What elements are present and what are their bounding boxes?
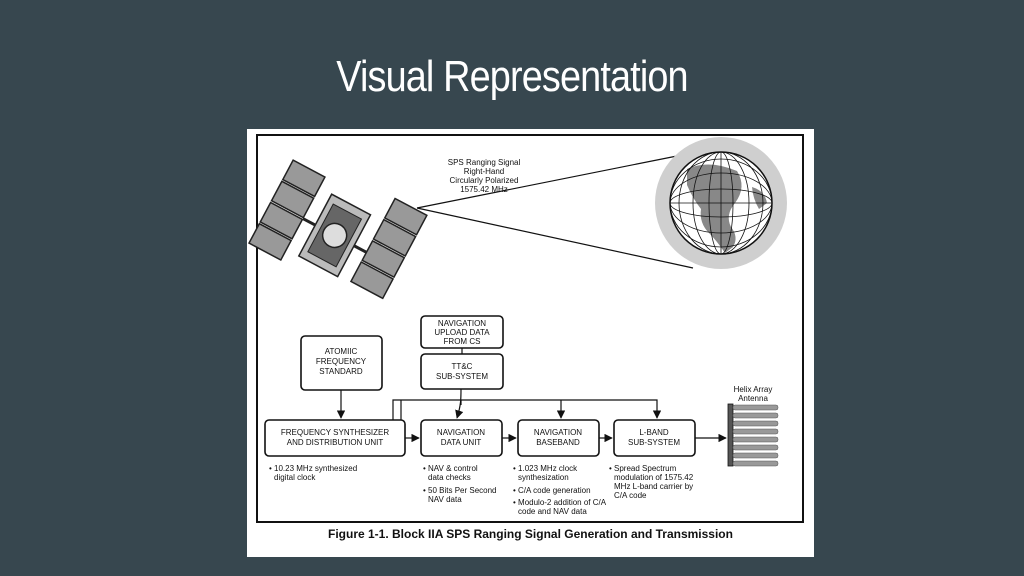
svg-text:data checks: data checks: [428, 473, 471, 482]
navigation-baseband-block: NAVIGATION BASEBAND: [517, 419, 600, 457]
navigation-data-unit-block: NAVIGATION DATA UNIT: [420, 419, 503, 457]
svg-text:• Modulo-2 addition of C/A: • Modulo-2 addition of C/A: [513, 498, 607, 507]
antenna-label: Helix Array Antenna: [734, 385, 773, 403]
svg-text:• NAV & control: • NAV & control: [423, 464, 478, 473]
svg-text:UPLOAD DATA: UPLOAD DATA: [434, 328, 490, 337]
l-band-subsystem-block: L-BAND SUB-SYSTEM: [613, 419, 696, 457]
svg-text:NAVIGATION: NAVIGATION: [438, 319, 486, 328]
svg-text:FROM CS: FROM CS: [444, 337, 481, 346]
svg-text:AND DISTRIBUTION UNIT: AND DISTRIBUTION UNIT: [287, 438, 384, 447]
svg-text:• 50 Bits Per Second: • 50 Bits Per Second: [423, 486, 497, 495]
svg-text:ATOMIIC: ATOMIIC: [325, 347, 358, 356]
svg-text:• 1.023 MHz clock: • 1.023 MHz clock: [513, 464, 578, 473]
svg-text:Right-Hand: Right-Hand: [464, 167, 504, 176]
svg-text:NAVIGATION: NAVIGATION: [437, 428, 485, 437]
atomic-frequency-standard-block: ATOMIIC FREQUENCY STANDARD: [300, 335, 383, 391]
figure-panel: SPS Ranging Signal Right-Hand Circularly…: [247, 129, 814, 557]
signal-beam-lower: [416, 207, 694, 269]
satellite-icon: [248, 159, 428, 300]
svg-text:Circularly Polarized: Circularly Polarized: [450, 176, 519, 185]
nav-data-unit-notes: • NAV & control data checks • 50 Bits Pe…: [423, 464, 497, 504]
svg-text:SUB-SYSTEM: SUB-SYSTEM: [436, 372, 488, 381]
navigation-upload-block: NAVIGATION UPLOAD DATA FROM CS: [420, 315, 504, 349]
svg-text:• C/A code generation: • C/A code generation: [513, 486, 591, 495]
svg-text:FREQUENCY: FREQUENCY: [316, 357, 367, 366]
svg-text:code and NAV data: code and NAV data: [518, 507, 587, 516]
svg-text:FREQUENCY SYNTHESIZER: FREQUENCY SYNTHESIZER: [281, 428, 390, 437]
svg-text:synthesization: synthesization: [518, 473, 569, 482]
figure-caption: Figure 1-1. Block IIA SPS Ranging Signal…: [328, 527, 733, 541]
signal-label: SPS Ranging Signal Right-Hand Circularly…: [448, 158, 521, 194]
slide-title: Visual Representation: [336, 52, 688, 101]
svg-text:DATA UNIT: DATA UNIT: [441, 438, 482, 447]
svg-text:L-BAND: L-BAND: [639, 428, 669, 437]
connector-lines: [336, 348, 727, 443]
svg-text:digital clock: digital clock: [274, 473, 316, 482]
svg-text:BASEBAND: BASEBAND: [536, 438, 580, 447]
svg-text:Helix Array: Helix Array: [734, 385, 773, 394]
svg-text:Antenna: Antenna: [738, 394, 768, 403]
helix-array-antenna-icon: [727, 403, 779, 467]
svg-text:NAV data: NAV data: [428, 495, 462, 504]
svg-text:1575.42 MHz: 1575.42 MHz: [460, 185, 508, 194]
nav-baseband-notes: • 1.023 MHz clock synthesization • C/A c…: [513, 464, 607, 516]
svg-text:SPS Ranging Signal: SPS Ranging Signal: [448, 158, 521, 167]
svg-text:• Spread Spectrum: • Spread Spectrum: [609, 464, 677, 473]
frequency-synthesizer-block: FREQUENCY SYNTHESIZER AND DISTRIBUTION U…: [264, 419, 406, 457]
svg-text:C/A code: C/A code: [614, 491, 647, 500]
earth-globe-icon: [655, 137, 787, 269]
svg-text:MHz L-band carrier by: MHz L-band carrier by: [614, 482, 693, 491]
ttc-subsystem-block: TT&C SUB-SYSTEM: [420, 353, 504, 390]
svg-text:TT&C: TT&C: [452, 362, 473, 371]
svg-text:• 10.23 MHz synthesized: • 10.23 MHz synthesized: [269, 464, 357, 473]
block-diagram: SPS Ranging Signal Right-Hand Circularly…: [248, 134, 804, 523]
svg-text:NAVIGATION: NAVIGATION: [534, 428, 582, 437]
svg-text:modulation of 1575.42: modulation of 1575.42: [614, 473, 694, 482]
signal-beam-upper: [416, 154, 683, 209]
freq-synth-notes: • 10.23 MHz synthesized digital clock: [269, 464, 357, 482]
l-band-notes: • Spread Spectrum modulation of 1575.42 …: [609, 464, 694, 500]
figure-frame: [256, 134, 804, 523]
svg-text:SUB-SYSTEM: SUB-SYSTEM: [628, 438, 680, 447]
svg-text:STANDARD: STANDARD: [319, 367, 363, 376]
